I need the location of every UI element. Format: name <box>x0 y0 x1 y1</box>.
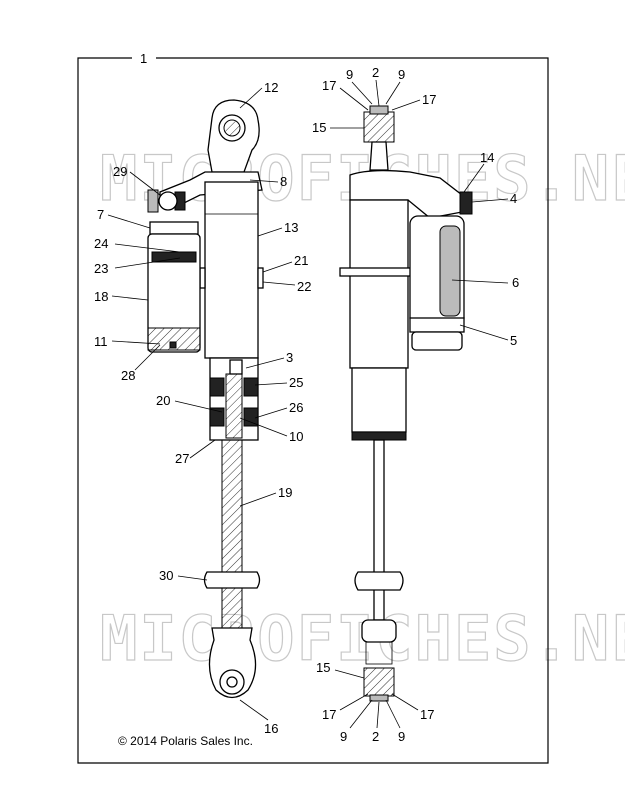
reservoir-body <box>147 233 201 353</box>
callout-4: 4 <box>510 191 517 206</box>
callout-2-bottom: 2 <box>372 729 379 744</box>
body-clip-left <box>199 267 206 289</box>
reservoir-ring <box>409 317 465 333</box>
head-bridge <box>349 169 463 219</box>
copyright-text: © 2014 Polaris Sales Inc. <box>118 734 253 748</box>
diagram-frame <box>77 57 549 764</box>
callout-3: 3 <box>286 350 293 365</box>
callout-17-bottom-right: 17 <box>420 707 434 722</box>
callout-22: 22 <box>297 279 311 294</box>
seal-left-upper <box>209 377 225 397</box>
callout-28: 28 <box>121 368 135 383</box>
spring-collar <box>339 267 419 277</box>
left-shock-assembly <box>147 99 264 699</box>
callout-17-bottom-left: 17 <box>322 707 336 722</box>
top-spacer <box>369 105 389 115</box>
callout-15-bottom: 15 <box>316 660 330 675</box>
callout-14: 14 <box>480 150 494 165</box>
reservoir-cap <box>149 221 199 235</box>
bump-stop-right <box>354 571 404 591</box>
adjuster-knob-14 <box>459 191 473 215</box>
callout-21: 21 <box>294 253 308 268</box>
callout-7: 7 <box>97 207 104 222</box>
lower-body <box>351 367 407 433</box>
callout-30: 30 <box>159 568 173 583</box>
callout-26: 26 <box>289 400 303 415</box>
callout-20: 20 <box>156 393 170 408</box>
reservoir-valve <box>169 341 177 349</box>
bottom-collar-right <box>361 619 397 643</box>
callout-15-top: 15 <box>312 120 326 135</box>
bump-stop <box>203 571 261 589</box>
callout-18: 18 <box>94 289 108 304</box>
shaft <box>221 439 243 641</box>
reservoir-endcap-right <box>411 331 463 351</box>
callout-23: 23 <box>94 261 108 276</box>
shock-body <box>204 181 259 359</box>
adjuster-knob-left <box>147 189 159 213</box>
right-shock-assembly <box>339 105 473 702</box>
callout-17-top-right: 17 <box>422 92 436 107</box>
callout-16: 16 <box>264 721 278 736</box>
callout-9-bottom-right: 9 <box>398 729 405 744</box>
callout-9-top-right: 9 <box>398 67 405 82</box>
callout-2-top: 2 <box>372 65 379 80</box>
reservoir-piston <box>151 251 197 263</box>
reservoir-label <box>439 225 461 317</box>
body-seal-ring <box>351 431 407 441</box>
shaft-right <box>373 439 385 621</box>
callout-27: 27 <box>175 451 189 466</box>
bottom-stem <box>365 641 393 665</box>
top-eye-pin <box>223 119 241 137</box>
callout-labels: 12 8 29 7 13 24 23 21 22 18 11 28 3 25 2… <box>94 65 519 744</box>
main-body <box>349 199 409 369</box>
piston-nut <box>229 359 243 375</box>
callout-6: 6 <box>512 275 519 290</box>
callout-1: 1 <box>140 51 147 66</box>
seal-right-lower <box>243 407 259 427</box>
callout-29: 29 <box>113 164 127 179</box>
bottom-eye-pin <box>226 676 238 688</box>
seal-right-upper <box>243 377 259 397</box>
callout-8: 8 <box>280 174 287 189</box>
top-bushing-right <box>363 111 395 143</box>
callout-9-bottom-left: 9 <box>340 729 347 744</box>
callout-25: 25 <box>289 375 303 390</box>
callout-9-top-left: 9 <box>346 67 353 82</box>
callout-19: 19 <box>278 485 292 500</box>
callout-12: 12 <box>264 80 278 95</box>
piston-shaft-cutaway <box>225 373 243 439</box>
callout-17-top-left: 17 <box>322 78 336 93</box>
seal-left-lower <box>209 407 225 427</box>
bottom-bushing-right <box>363 667 395 697</box>
top-stem <box>369 141 389 171</box>
callout-24: 24 <box>94 236 108 251</box>
callout-11: 11 <box>94 334 108 349</box>
reservoir-endcap <box>147 327 201 351</box>
body-clip-right <box>257 267 264 289</box>
callout-5: 5 <box>510 333 517 348</box>
adjuster-knob-center <box>158 191 178 211</box>
callout-13: 13 <box>284 220 298 235</box>
callout-10: 10 <box>289 429 303 444</box>
bottom-spacer <box>369 694 389 702</box>
leader-lines <box>107 79 509 729</box>
